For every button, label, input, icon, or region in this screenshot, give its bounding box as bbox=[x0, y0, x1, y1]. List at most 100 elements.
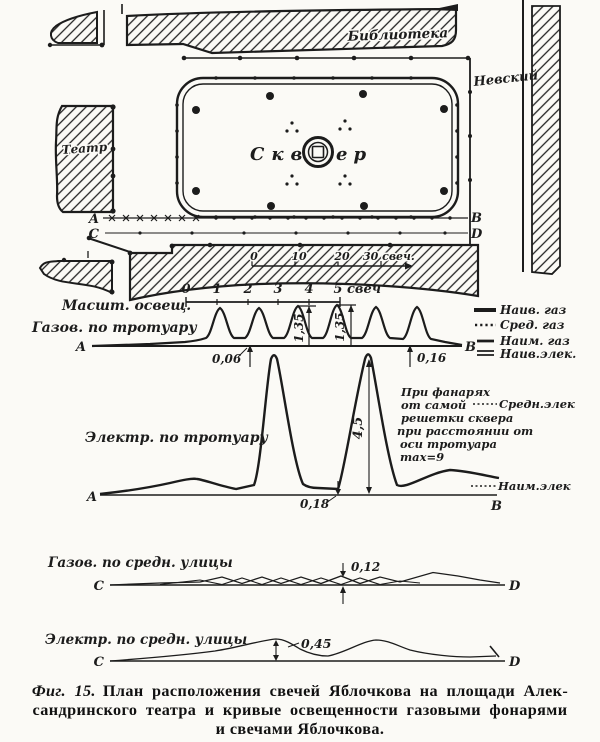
theatre-corner-dots bbox=[110, 104, 116, 214]
electric-street-curve bbox=[109, 638, 497, 662]
figure-caption: Фиг. 15.План расположения свечей Яблочко… bbox=[32, 682, 568, 738]
caption-fig-number: Фиг. 15. bbox=[32, 682, 96, 700]
lum-tick-4: 4 bbox=[304, 282, 313, 297]
dimension-1-35-right: 1,35 bbox=[333, 304, 356, 345]
electric-note: При фанарях от самой решетки сквера при … bbox=[397, 385, 533, 464]
square-inner-border bbox=[182, 83, 453, 212]
square-park: Скв ер bbox=[175, 76, 460, 219]
library-building: Библиотека bbox=[125, 4, 472, 244]
square-inner-lamp-dots bbox=[192, 90, 448, 210]
electric-street-dim: 0,45 bbox=[273, 636, 331, 661]
square-label-left: Скв bbox=[250, 144, 309, 165]
gas-curve bbox=[91, 303, 463, 348]
map-point-c: C bbox=[89, 227, 100, 242]
roof-mark bbox=[430, 4, 458, 11]
illumination-scale-label: Масшт. освещ. bbox=[61, 298, 191, 314]
legend-sredn-elek: Средн.элек bbox=[499, 397, 575, 411]
south-west-building bbox=[38, 260, 113, 295]
caption-line-2: сандринского театра и кривые освещенност… bbox=[33, 701, 568, 719]
note-line-3: решетки сквера bbox=[401, 411, 513, 425]
gas-peak-value-2: 1,35 bbox=[333, 312, 347, 341]
theatre-building: Театр bbox=[54, 104, 116, 214]
lum-tick-5: 5 bbox=[333, 282, 342, 297]
gas-street-dim: 0,12 bbox=[340, 560, 380, 604]
note-line-4: при расстоянии от bbox=[397, 424, 533, 438]
gas-street-value: 0,12 bbox=[351, 560, 380, 574]
point-c: C bbox=[94, 655, 105, 670]
map-point-b: B bbox=[470, 211, 482, 226]
legend-naiv-elek: Наив.элек. bbox=[499, 347, 576, 361]
cd-lamp-dots bbox=[138, 231, 447, 235]
point-d: D bbox=[508, 655, 521, 670]
point-a: A bbox=[74, 340, 86, 355]
caption-line-3: и свечами Яблочкова. bbox=[216, 720, 385, 738]
map-point-d: D bbox=[470, 227, 483, 242]
point-b: B bbox=[490, 499, 502, 514]
scale-arrowhead bbox=[405, 262, 413, 270]
lum-tick-3: 3 bbox=[273, 282, 282, 297]
note-line-6: max=9 bbox=[400, 450, 444, 464]
illumination-scale: Масшт. освещ. 0 1 2 3 4 5 свеч bbox=[61, 282, 381, 314]
gas-min-right-value: 0,16 bbox=[417, 351, 447, 365]
electric-street-label: Электр. по средн. улицы bbox=[45, 632, 247, 648]
electric-min: 0,18 bbox=[300, 481, 341, 511]
lum-unit: свеч bbox=[347, 282, 381, 297]
dimension-1-35-left: 1,35 bbox=[292, 305, 316, 345]
note-line-2: от самой bbox=[401, 398, 466, 412]
legend-naim-gaz: Наим. газ bbox=[499, 334, 570, 348]
ab-cross-marks bbox=[108, 214, 200, 222]
point-d: D bbox=[508, 579, 521, 594]
candle-cluster-dots bbox=[285, 119, 352, 186]
curve-legend: Наив. газ Сред. газ Наим. газ Наив.элек. bbox=[474, 303, 576, 361]
map-section: Невский Библиотека bbox=[38, 0, 561, 302]
library-outline bbox=[125, 7, 458, 55]
point-a: A bbox=[85, 490, 97, 505]
gas-street-chart: Газов. по средн. улицы C D 0,12 bbox=[47, 555, 521, 604]
dimension-4-5: 4,5 bbox=[351, 359, 372, 494]
scale-tick-20: 20 bbox=[333, 250, 350, 263]
gas-min-right: 0,16 bbox=[407, 345, 447, 367]
street-lamp-dots bbox=[181, 55, 471, 61]
end-tick bbox=[489, 645, 500, 658]
legend-naim-elek: Наим.элек bbox=[497, 479, 571, 493]
caption-line-1: Фиг. 15.План расположения свечей Яблочко… bbox=[32, 682, 568, 700]
square-label-right: ер bbox=[336, 144, 372, 165]
electric-peak-value: 4,5 bbox=[351, 417, 366, 440]
square-outer-border bbox=[175, 76, 460, 219]
library-label: Библиотека bbox=[346, 25, 448, 45]
street-hatched-strip bbox=[531, 5, 561, 275]
theatre-label: Театр bbox=[61, 140, 108, 157]
legend-sred-gaz: Сред. газ bbox=[500, 318, 565, 332]
note-line-1: При фанарях bbox=[400, 385, 490, 399]
nevsky-street-label: Невский bbox=[472, 68, 539, 90]
gas-peak-value: 1,35 bbox=[292, 313, 306, 342]
building-outline bbox=[50, 10, 98, 44]
east-street-lamp-dots bbox=[468, 90, 472, 182]
electric-street-chart: Электр. по средн. улицы C D 0,45 bbox=[45, 632, 521, 670]
gas-sidewalk-label: Газов. по тротуару bbox=[31, 320, 197, 336]
gas-min-left: 0,06 bbox=[212, 345, 253, 367]
south-building-dots bbox=[86, 235, 393, 256]
fountain bbox=[302, 136, 334, 168]
top-left-building bbox=[47, 4, 123, 48]
note-line-5: оси тротуара bbox=[400, 437, 497, 451]
electric-sidewalk-chart: Электр. по тротуару A B 4,5 0,18 При фан… bbox=[85, 353, 575, 514]
point-c: C bbox=[94, 579, 105, 594]
street-corner-line bbox=[87, 237, 131, 253]
south-buildings: 0 10 20 30 свеч. bbox=[38, 235, 480, 302]
map-point-a: A bbox=[87, 212, 99, 227]
lum-tick-2: 2 bbox=[242, 282, 252, 297]
nevsky-street: Невский bbox=[472, 0, 561, 275]
plan-distance-scale: 0 10 20 30 свеч. bbox=[249, 249, 416, 270]
scale-tick-10: 10 bbox=[291, 250, 307, 263]
gas-street-curve-1 bbox=[109, 571, 501, 586]
electric-street-value: 0,45 bbox=[301, 636, 331, 651]
legend-naiv-gaz: Наив. газ bbox=[499, 303, 567, 317]
lum-tick-0: 0 bbox=[181, 282, 190, 297]
point-b: B bbox=[464, 340, 476, 355]
electric-sidewalk-label: Электр. по тротуару bbox=[85, 430, 268, 446]
ab-lamp-dots bbox=[214, 216, 452, 220]
south-building bbox=[128, 243, 480, 302]
